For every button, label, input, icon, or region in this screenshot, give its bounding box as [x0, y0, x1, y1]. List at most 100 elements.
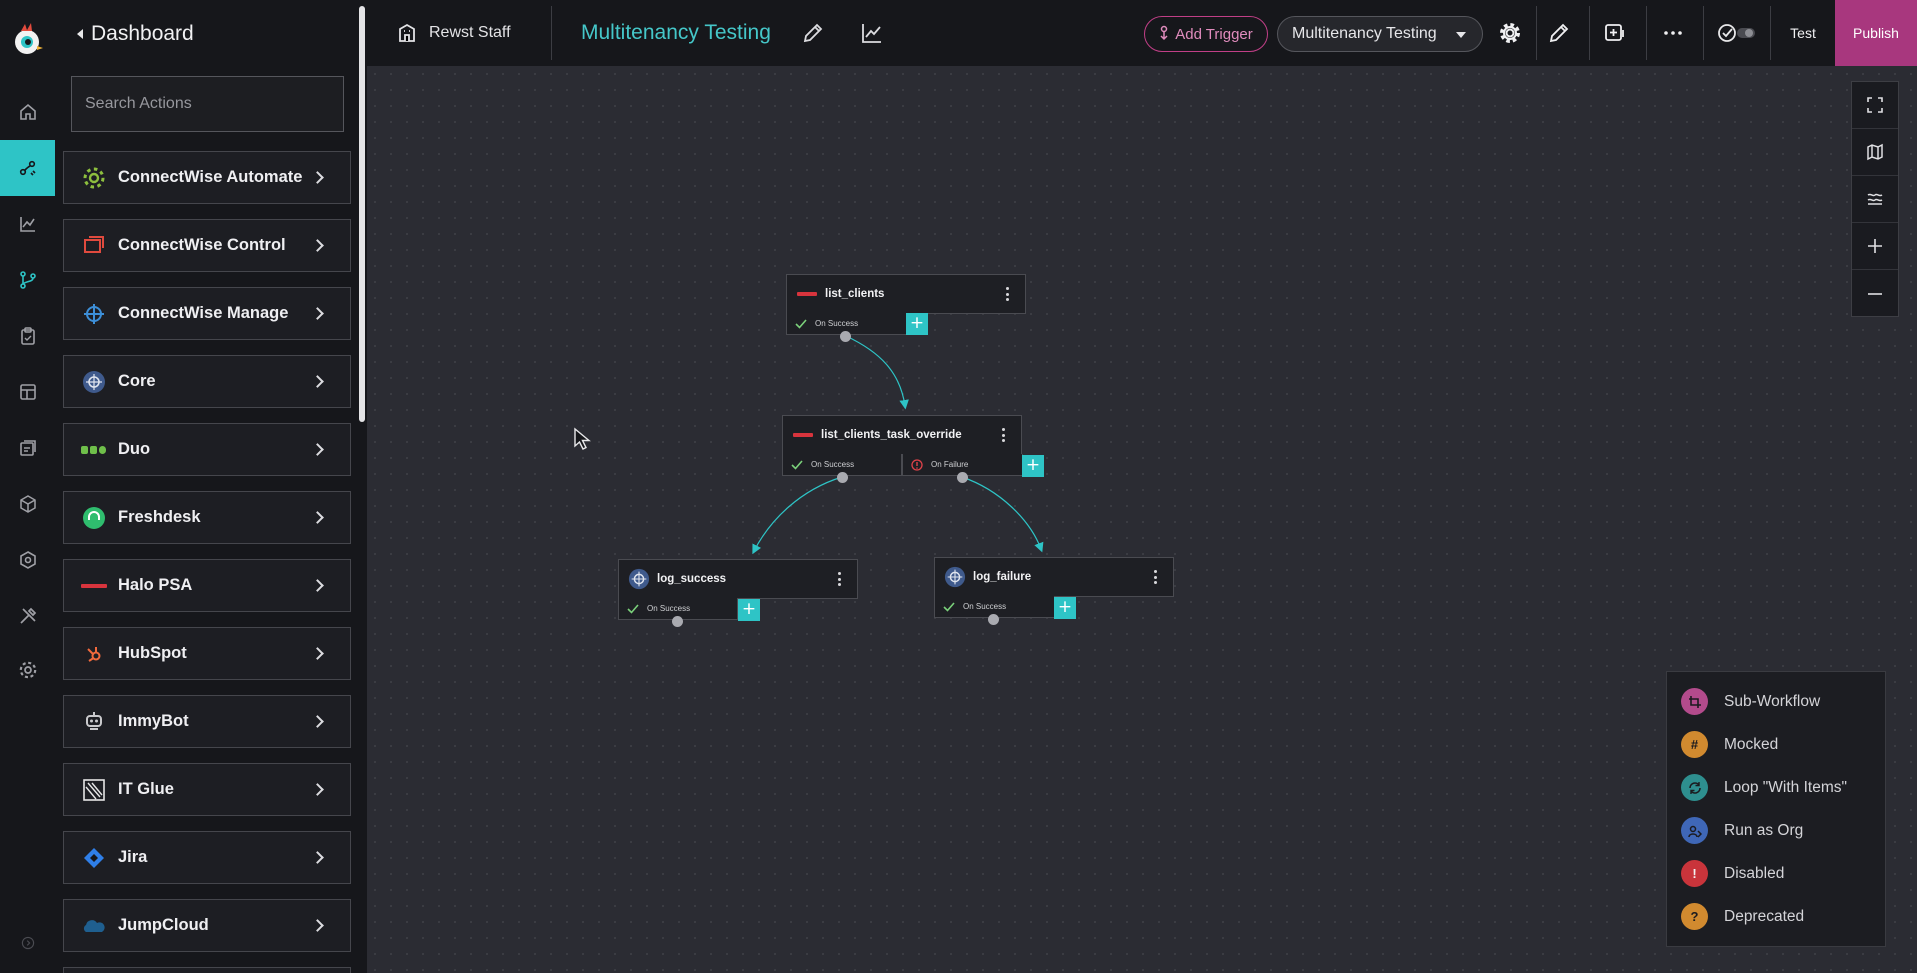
- layout-icon[interactable]: [0, 364, 55, 420]
- chevron-right-icon: [311, 375, 324, 388]
- legend-label: Sub-Workflow: [1724, 692, 1821, 710]
- exclamation-icon: !: [1681, 860, 1708, 887]
- home-icon[interactable]: [0, 84, 55, 140]
- fullscreen-icon: [1867, 97, 1883, 113]
- question-icon: ?: [1681, 903, 1708, 930]
- node-list-clients-task-override[interactable]: list_clients_task_override: [782, 415, 1022, 455]
- add-step-button[interactable]: +: [1054, 597, 1076, 619]
- environment-select[interactable]: Multitenancy Testing: [1277, 16, 1483, 52]
- action-next-partial[interactable]: [63, 967, 351, 973]
- git-branch-icon[interactable]: [0, 252, 55, 308]
- settings-gear-icon[interactable]: [1498, 21, 1522, 45]
- legend-label: Loop "With Items": [1724, 778, 1847, 796]
- check-icon: [795, 318, 807, 330]
- action-label: Duo: [118, 440, 151, 458]
- legend-item-mocked: # Mocked: [1681, 731, 1778, 758]
- node-log-failure[interactable]: log_failure: [934, 557, 1174, 597]
- action-connectwise-control[interactable]: ConnectWise Control: [63, 219, 351, 272]
- node-menu-icon[interactable]: [993, 425, 1013, 445]
- port-label: On Success: [811, 460, 855, 469]
- workflows-icon[interactable]: [0, 140, 55, 196]
- org-switcher[interactable]: Rewst Staff: [397, 0, 511, 66]
- action-connectwise-manage[interactable]: ConnectWise Manage: [63, 287, 351, 340]
- check-icon: [791, 459, 803, 471]
- analytics-icon[interactable]: [0, 196, 55, 252]
- minus-icon: [1868, 292, 1882, 295]
- search-actions-input[interactable]: [71, 76, 344, 132]
- auto-layout-button[interactable]: [1852, 176, 1898, 223]
- node-menu-icon[interactable]: [997, 284, 1017, 304]
- panel-scrollbar[interactable]: [359, 6, 365, 422]
- top-bar: Rewst Staff Multitenancy Testing Add Tri…: [367, 0, 1917, 66]
- action-immybot[interactable]: ImmyBot: [63, 695, 351, 748]
- port-label: On Success: [963, 602, 1007, 611]
- building-icon: [399, 23, 415, 42]
- action-hubspot[interactable]: HubSpot: [63, 627, 351, 680]
- legend-label: Run as Org: [1724, 821, 1804, 839]
- connection-handle[interactable]: [988, 614, 999, 625]
- settings-icon[interactable]: [0, 642, 55, 698]
- add-note-icon[interactable]: [1603, 21, 1627, 45]
- action-label: ImmyBot: [118, 712, 189, 730]
- more-options-icon[interactable]: [1661, 21, 1685, 45]
- validation-toggle[interactable]: [1717, 22, 1757, 44]
- workflow-title: Multitenancy Testing: [581, 21, 771, 44]
- node-list-clients[interactable]: list_clients: [786, 274, 1026, 314]
- hubspot-icon: [80, 640, 108, 668]
- publish-button[interactable]: Publish: [1835, 0, 1917, 66]
- add-step-button[interactable]: +: [906, 313, 928, 335]
- legend-item-run-as-org: Run as Org: [1681, 817, 1803, 844]
- test-button[interactable]: Test: [1790, 25, 1816, 41]
- action-duo[interactable]: Duo: [63, 423, 351, 476]
- zoom-in-button[interactable]: [1852, 223, 1898, 270]
- workflow-canvas[interactable]: [367, 66, 1917, 973]
- node-log-success[interactable]: log_success: [618, 559, 858, 599]
- action-label: JumpCloud: [118, 916, 209, 934]
- node-menu-icon[interactable]: [1145, 567, 1165, 587]
- analytics-icon[interactable]: [860, 21, 884, 45]
- back-to-dashboard[interactable]: Dashboard: [77, 22, 194, 46]
- action-connectwise-automate[interactable]: ConnectWise Automate: [63, 151, 351, 204]
- action-label: Halo PSA: [118, 576, 193, 594]
- action-it-glue[interactable]: IT Glue: [63, 763, 351, 816]
- clipboard-icon[interactable]: [0, 308, 55, 364]
- divider: [1703, 6, 1704, 60]
- rewst-logo-icon[interactable]: [11, 22, 43, 58]
- hexagon-settings-icon[interactable]: [0, 532, 55, 588]
- add-trigger-button[interactable]: Add Trigger: [1144, 16, 1268, 52]
- legend-item-sub-workflow: Sub-Workflow: [1681, 688, 1820, 715]
- legend-item-disabled: ! Disabled: [1681, 860, 1784, 887]
- chevron-down-icon: [1456, 32, 1466, 38]
- package-icon[interactable]: [0, 476, 55, 532]
- action-jira[interactable]: Jira: [63, 831, 351, 884]
- chevron-right-icon: [311, 443, 324, 456]
- core-icon: [943, 565, 967, 589]
- edit-pencil-icon[interactable]: [801, 21, 825, 45]
- legend-label: Disabled: [1724, 864, 1785, 882]
- add-step-button[interactable]: +: [1022, 455, 1044, 477]
- divider: [1770, 6, 1771, 60]
- edit-pencil-icon[interactable]: [1547, 21, 1571, 45]
- loop-icon: [1681, 774, 1708, 801]
- add-step-button[interactable]: +: [738, 599, 760, 621]
- action-halo-psa[interactable]: Halo PSA: [63, 559, 351, 612]
- node-title: log_success: [657, 573, 727, 585]
- chevron-right-icon: [311, 647, 324, 660]
- connection-handle[interactable]: [672, 616, 683, 627]
- forms-icon[interactable]: [0, 420, 55, 476]
- fullscreen-button[interactable]: [1852, 82, 1898, 129]
- action-freshdesk[interactable]: Freshdesk: [63, 491, 351, 544]
- connection-handle[interactable]: [957, 472, 968, 483]
- action-jumpcloud[interactable]: JumpCloud: [63, 899, 351, 952]
- zoom-out-button[interactable]: [1852, 270, 1898, 317]
- node-menu-icon[interactable]: [829, 569, 849, 589]
- connection-handle[interactable]: [840, 331, 851, 342]
- divider: [1589, 6, 1590, 60]
- collapse-icon[interactable]: [0, 915, 55, 971]
- action-core[interactable]: Core: [63, 355, 351, 408]
- org-icon: [1681, 817, 1708, 844]
- node-title: list_clients_task_override: [821, 429, 962, 441]
- connection-handle[interactable]: [837, 472, 848, 483]
- tools-icon[interactable]: [0, 588, 55, 644]
- minimap-button[interactable]: [1852, 129, 1898, 176]
